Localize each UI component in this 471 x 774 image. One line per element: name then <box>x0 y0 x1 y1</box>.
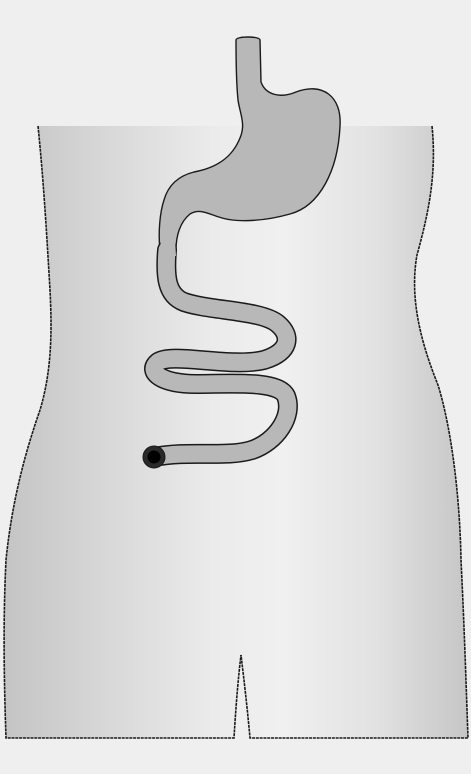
stoma-opening-inner <box>148 451 161 464</box>
stomach-outlet <box>159 240 176 256</box>
